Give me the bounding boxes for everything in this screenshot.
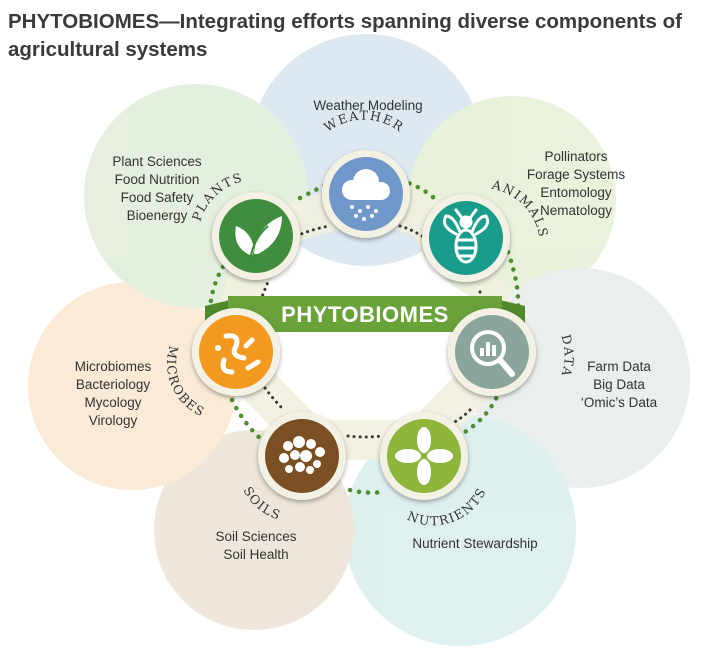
bee-icon — [442, 208, 490, 264]
field-label: ‘Omic’s Data — [581, 395, 658, 410]
field-label: Nutrient Stewardship — [412, 536, 537, 551]
data-node[interactable] — [448, 308, 536, 396]
nutrients-node[interactable] — [380, 412, 468, 500]
microbe-icon — [215, 333, 261, 375]
magnifier-chart-icon — [470, 330, 515, 377]
soils-node[interactable] — [258, 412, 346, 500]
field-label: Nematology — [540, 203, 612, 218]
microbes-node[interactable] — [192, 308, 280, 396]
microbes-fields: Microbiomes Bacteriology Mycology Virolo… — [75, 359, 152, 428]
field-label: Weather Modeling — [313, 98, 422, 113]
data-fields: Farm Data Big Data ‘Omic’s Data — [581, 359, 658, 410]
field-label: Farm Data — [587, 359, 651, 374]
plants-fields: Plant Sciences Food Nutrition Food Safet… — [112, 154, 202, 223]
field-label: Soil Health — [223, 547, 288, 562]
field-label: Entomology — [540, 185, 612, 200]
four-leaf-icon — [395, 427, 453, 485]
leaf-sprout-icon — [235, 216, 282, 263]
field-label: Bioenergy — [127, 208, 188, 223]
weather-fields: Weather Modeling — [313, 98, 422, 113]
animals-node[interactable] — [422, 194, 510, 282]
page-title: PHYTOBIOMES—Integrating efforts spanning… — [8, 10, 682, 61]
petals — [28, 34, 690, 646]
field-label: Soil Sciences — [215, 529, 296, 544]
plants-node[interactable] — [212, 192, 300, 280]
field-label: Big Data — [593, 377, 645, 392]
nutrients-fields: Nutrient Stewardship — [412, 536, 537, 551]
field-label: Mycology — [84, 395, 141, 410]
soil-particles-icon — [279, 436, 325, 474]
weather-node[interactable] — [322, 150, 410, 238]
field-label: Bacteriology — [76, 377, 151, 392]
field-label: Plant Sciences — [112, 154, 202, 169]
field-label: Food Safety — [121, 190, 194, 205]
field-label: Food Nutrition — [115, 172, 200, 187]
field-label: Pollinators — [544, 149, 607, 164]
soils-fields: Soil Sciences Soil Health — [215, 529, 296, 562]
field-label: Forage Systems — [527, 167, 626, 182]
animals-fields: Pollinators Forage Systems Entomology Ne… — [527, 149, 626, 218]
microbes-petal — [28, 282, 236, 490]
field-label: Microbiomes — [75, 359, 152, 374]
center-label: PHYTOBIOMES — [281, 302, 449, 327]
rain-cloud-icon — [342, 169, 390, 221]
field-label: Virology — [89, 413, 138, 428]
